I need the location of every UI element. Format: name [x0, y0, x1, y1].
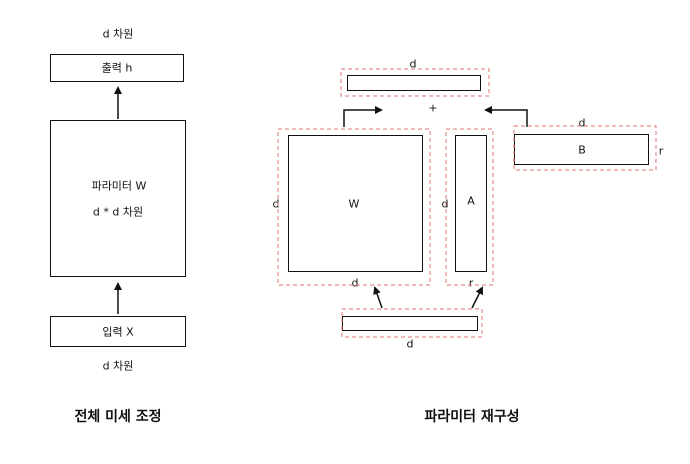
- right-caption: 파라미터 재구성: [424, 409, 520, 425]
- output-label: 출력 h: [101, 61, 133, 75]
- input-box: [50, 316, 186, 347]
- input-bar: [342, 316, 478, 331]
- matrix-b-label: B: [578, 143, 586, 157]
- matrix-b-box: [514, 134, 649, 165]
- matrix-w-left-dim: d: [272, 197, 280, 211]
- dash-matrix-b: [513, 125, 657, 171]
- arrow-b-to-plus: [484, 106, 528, 127]
- left-caption: 전체 미세 조정: [74, 409, 162, 425]
- dash-matrix-a: [445, 128, 494, 286]
- matrix-w-box: [288, 135, 423, 272]
- output-bar: [347, 75, 481, 91]
- plus-sign: +: [428, 101, 438, 115]
- matrix-b-right-dim: r: [658, 144, 664, 158]
- input-label: 입력 X: [102, 325, 134, 339]
- arrow-w-to-plus: [343, 106, 383, 127]
- param-w-label: 파라미터 W: [91, 179, 147, 193]
- arrow-input-to-a: [471, 286, 483, 309]
- matrix-a-bottom-dim: r: [468, 276, 474, 290]
- input-bar-dim-label: d: [406, 337, 414, 351]
- matrix-w-label: W: [348, 197, 360, 211]
- dash-input-bar: [341, 308, 483, 338]
- matrix-b-top-dim: d: [578, 116, 586, 130]
- arrow-input-to-w: [373, 286, 383, 309]
- matrix-w-bottom-dim: d: [351, 276, 359, 290]
- output-dim-label: d 차원: [102, 27, 134, 41]
- matrix-a-left-dim: d: [441, 197, 449, 211]
- matrix-a-label: A: [467, 194, 475, 208]
- input-dim-label: d 차원: [102, 359, 134, 373]
- param-w-box: [50, 120, 186, 277]
- matrix-a-box: [455, 135, 487, 272]
- output-bar-dim-label: d: [409, 57, 417, 71]
- dash-matrix-w: [277, 128, 431, 286]
- param-w-dim-label: d * d 차원: [92, 205, 144, 219]
- dash-output-bar: [340, 68, 490, 97]
- output-box: [50, 54, 184, 82]
